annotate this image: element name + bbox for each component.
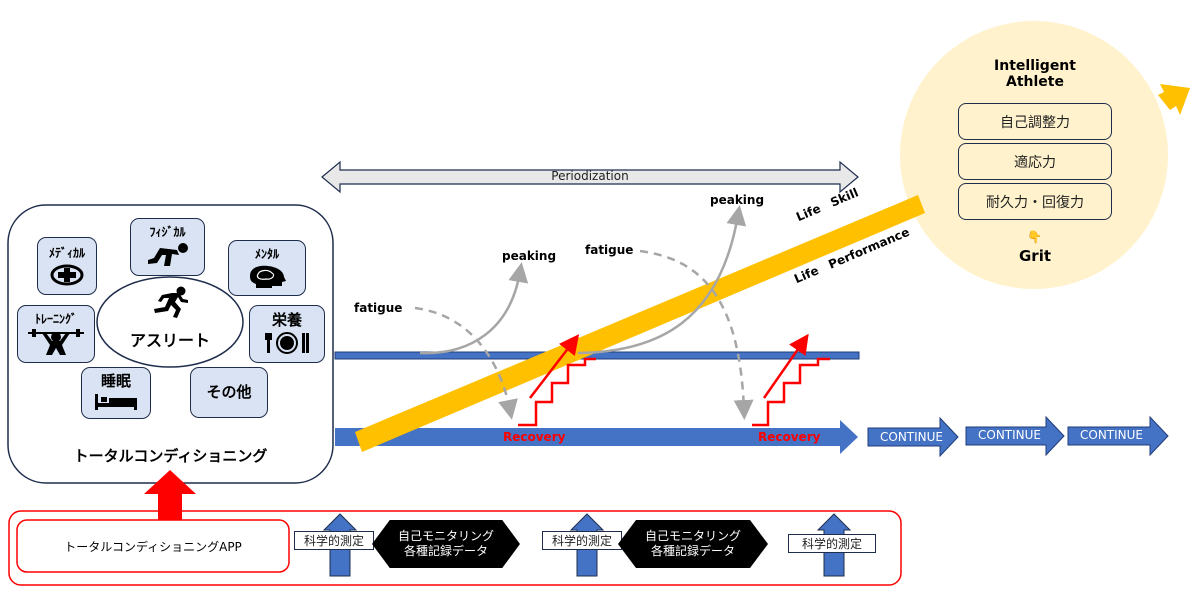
monitoring-box-2: 自己モニタリング 各種記録データ (618, 520, 768, 568)
peaking-label-2: peaking (710, 193, 765, 207)
athlete-label: アスリート (129, 331, 210, 350)
tile-nutrition: 栄養 (249, 305, 325, 363)
gold-exit-arrow (1158, 84, 1190, 115)
monitoring-2-line1: 自己モニタリング (644, 529, 741, 543)
tile-mental: ﾒﾝﾀﾙ (228, 240, 306, 296)
fatigue-curve-1 (414, 306, 518, 420)
tile-sleep-label: 睡眠 (100, 372, 131, 390)
periodization-label: Periodization (551, 169, 629, 183)
athlete-ellipse (96, 276, 244, 368)
plate-cutlery-icon (265, 332, 309, 354)
monitoring-1-line2: 各種記録データ (403, 544, 488, 558)
intelligent-athlete-title: Intelligent Athlete (960, 58, 1110, 90)
monitoring-1-line1: 自己モニタリング (397, 529, 494, 543)
continue-arrow-1 (867, 416, 959, 458)
continue-label-3: CONTINUE (1080, 428, 1144, 442)
intelligent-title-line1: Intelligent (994, 58, 1076, 74)
timeline-arrow (335, 420, 858, 454)
app-label: トータルコンディショニングAPP (64, 540, 242, 554)
medical-cross-icon (50, 264, 84, 285)
continue-arrow-2 (965, 415, 1065, 457)
app-to-conditioning-arrow (144, 470, 196, 523)
total-conditioning-title: トータルコンディショニング (73, 447, 268, 465)
tile-other: その他 (190, 367, 268, 418)
measurement-label-1: 科学的測定 (294, 531, 374, 550)
measurement-label-3: 科学的測定 (788, 534, 876, 553)
peaking-curve-1 (419, 262, 529, 355)
recovery-stairs-2 (752, 357, 830, 427)
continue-label-2: CONTINUE (978, 428, 1042, 442)
tile-medical-label: ﾒﾃﾞｨｶﾙ (48, 245, 85, 260)
tile-other-label: その他 (206, 383, 252, 401)
continue-label-1: CONTINUE (880, 430, 944, 444)
tile-mental-label: ﾒﾝﾀﾙ (254, 247, 279, 261)
tile-sleep: 睡眠 (81, 367, 151, 419)
brain-head-icon (250, 265, 286, 288)
continue-arrow-3 (1067, 415, 1169, 457)
tile-physical-label: ﾌｨｼﾞｶﾙ (149, 225, 186, 239)
tile-training: ﾄﾚｰﾆﾝｸﾞ (17, 305, 95, 363)
app-label-box (16, 519, 290, 573)
recovery-label-1: Recovery (503, 430, 566, 444)
stack-adaptability: 適応力 (958, 143, 1112, 180)
stack-endurance-recovery: 耐久力・回復力 (958, 183, 1112, 220)
bed-icon (95, 394, 137, 410)
sprinter-start-icon (147, 243, 188, 266)
tile-training-label: ﾄﾚｰﾆﾝｸﾞ (34, 311, 77, 326)
app-bar-frame (8, 510, 902, 586)
grit-label: Grit (1018, 247, 1052, 265)
recovery-label-2: Recovery (758, 430, 821, 444)
monitoring-box-1: 自己モニタリング 各種記録データ (372, 520, 520, 568)
fatigue-curve-2 (639, 249, 754, 420)
running-athlete-icon (154, 286, 188, 318)
peaking-label-1: peaking (502, 249, 557, 263)
measurement-label-2: 科学的測定 (542, 531, 622, 550)
rise-arrow-1 (529, 334, 580, 399)
monitoring-2-line2: 各種記録データ (650, 544, 735, 558)
recovery-stairs-1 (518, 357, 596, 427)
weightlifter-icon (28, 328, 84, 355)
periodization-arrow (321, 160, 859, 194)
life-band (355, 195, 925, 452)
fatigue-label-2: fatigue (585, 243, 634, 257)
tile-nutrition-label: 栄養 (271, 311, 302, 329)
pointing-hand-icon: 👇 (1027, 230, 1042, 244)
rise-arrow-2 (762, 333, 809, 399)
fatigue-label-1: fatigue (354, 301, 403, 315)
stack-self-regulation: 自己調整力 (958, 103, 1112, 140)
peaking-curve-2 (577, 205, 747, 355)
intelligent-title-line2: Athlete (1006, 74, 1064, 90)
tile-physical: ﾌｨｼﾞｶﾙ (130, 218, 205, 276)
tile-medical: ﾒﾃﾞｨｶﾙ (37, 237, 97, 295)
